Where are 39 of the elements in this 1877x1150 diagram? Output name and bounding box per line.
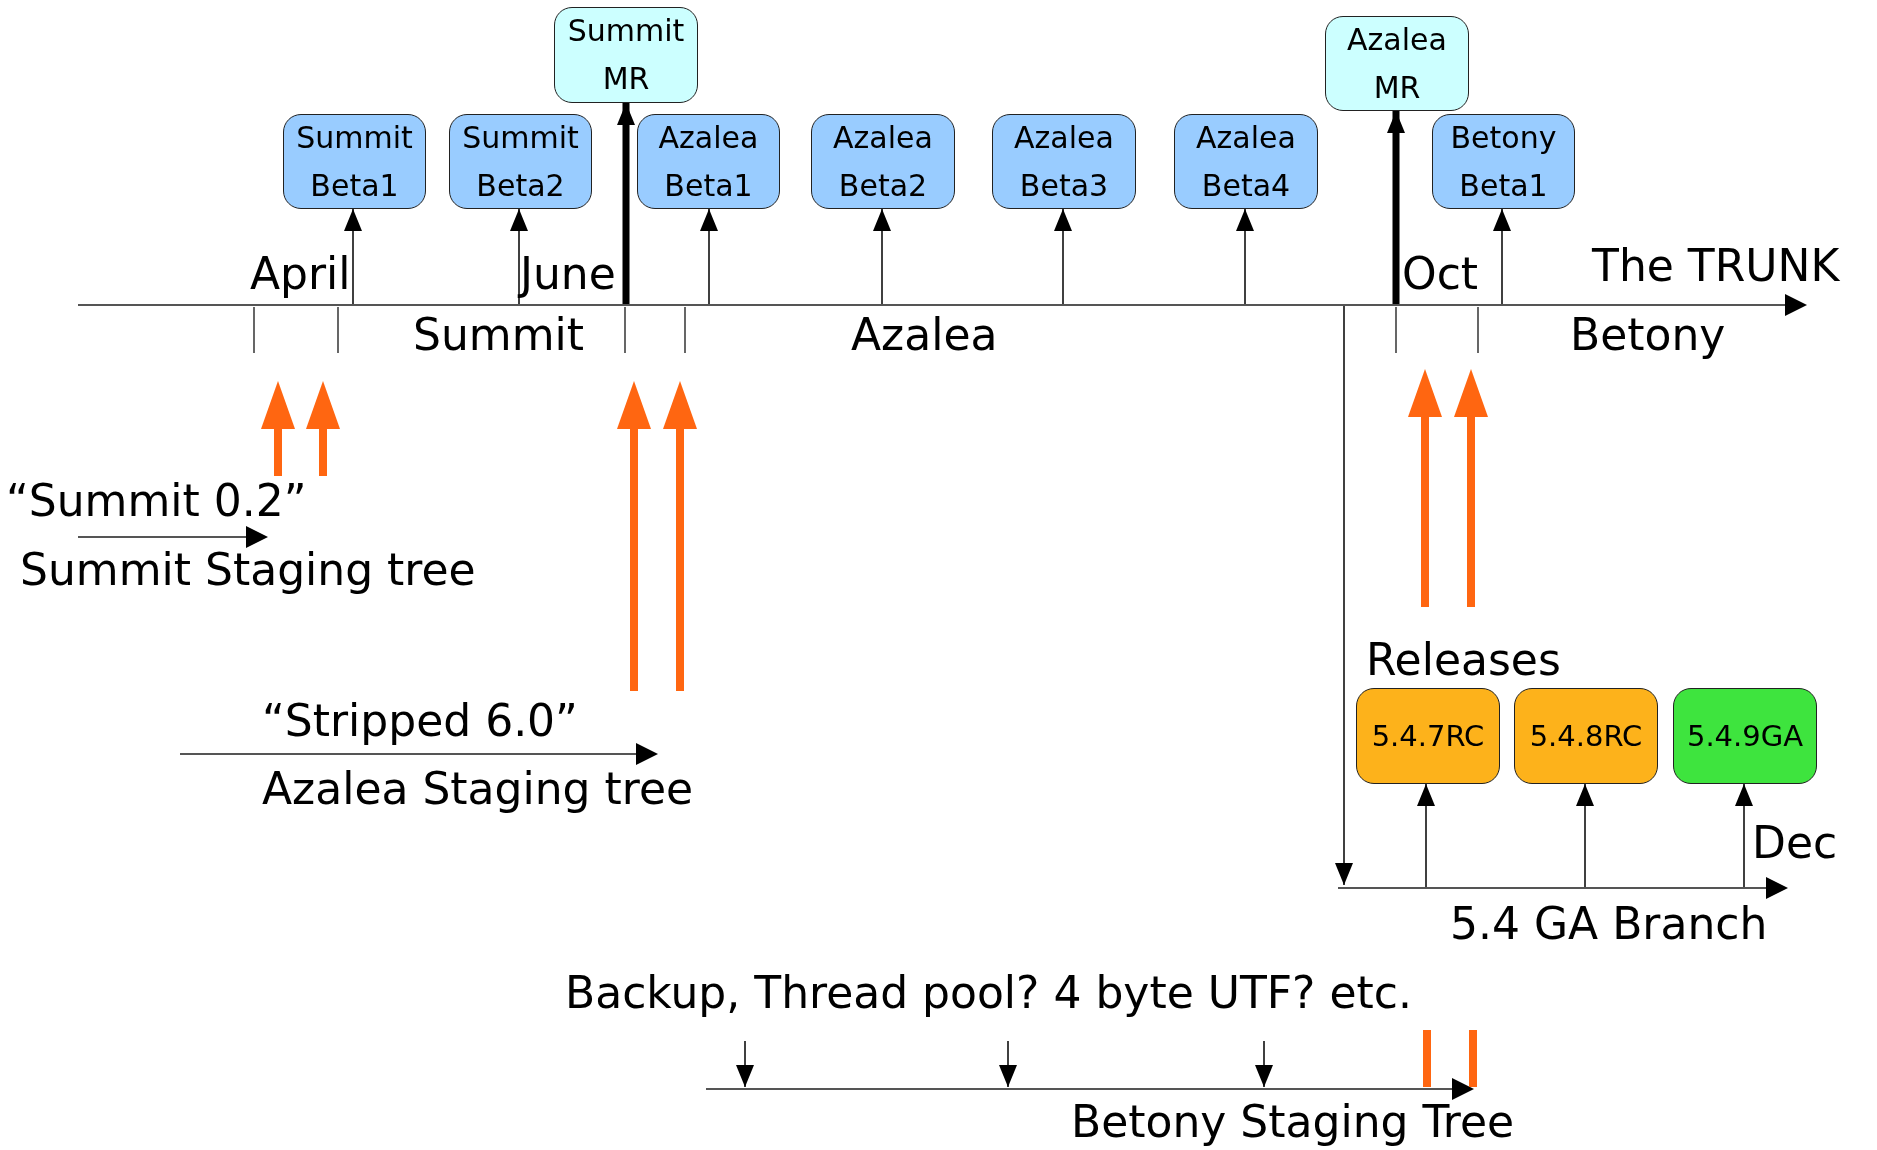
arrow [1335, 305, 1353, 886]
release-name: Betony [1570, 313, 1726, 357]
release-box: 5.4.9GA [1673, 688, 1817, 784]
arrow [344, 208, 362, 305]
tree-label: Azalea Staging tree [262, 767, 694, 811]
arrow [873, 208, 891, 305]
month-label: Dec [1752, 821, 1838, 865]
milestone-box: Azalea Beta1 [637, 114, 780, 209]
trunk-label: The TRUNK [1592, 244, 1840, 288]
month-label: Oct [1402, 252, 1479, 296]
milestone-box: Summit Beta2 [449, 114, 592, 209]
arrow [1417, 783, 1435, 888]
milestone-box: Azalea Beta2 [811, 114, 955, 209]
tree-label: Summit Staging tree [20, 548, 476, 592]
timeline-arrow [1337, 877, 1788, 899]
tree-label: “Stripped 6.0” [262, 699, 578, 743]
arrow [1493, 208, 1511, 305]
arrow [1054, 208, 1072, 305]
arrow [1735, 783, 1753, 888]
milestone-box: Azalea Beta4 [1174, 114, 1318, 209]
release-name: Azalea [851, 313, 998, 357]
milestone-box: Summit Beta1 [283, 114, 426, 209]
arrow [510, 208, 528, 305]
section-heading: Releases [1366, 638, 1561, 682]
branch-label: 5.4 GA Branch [1450, 902, 1768, 946]
tree-label: “Summit 0.2” [6, 479, 307, 523]
arrow [700, 208, 718, 305]
month-label: April [250, 252, 351, 296]
release-name: Summit [413, 313, 584, 357]
tree-label: Betony Staging Tree [1071, 1100, 1515, 1144]
arrow [1576, 783, 1594, 888]
release-box: 5.4.7RC [1356, 688, 1500, 784]
milestone-box: Azalea Beta3 [992, 114, 1136, 209]
arrow [1236, 208, 1254, 305]
milestone-box: Betony Beta1 [1432, 114, 1575, 209]
release-box: Azalea MR [1325, 16, 1469, 111]
release-box: Summit MR [554, 7, 698, 103]
release-box: 5.4.8RC [1514, 688, 1658, 784]
note-text: Backup, Thread pool? 4 byte UTF? etc. [565, 971, 1412, 1015]
